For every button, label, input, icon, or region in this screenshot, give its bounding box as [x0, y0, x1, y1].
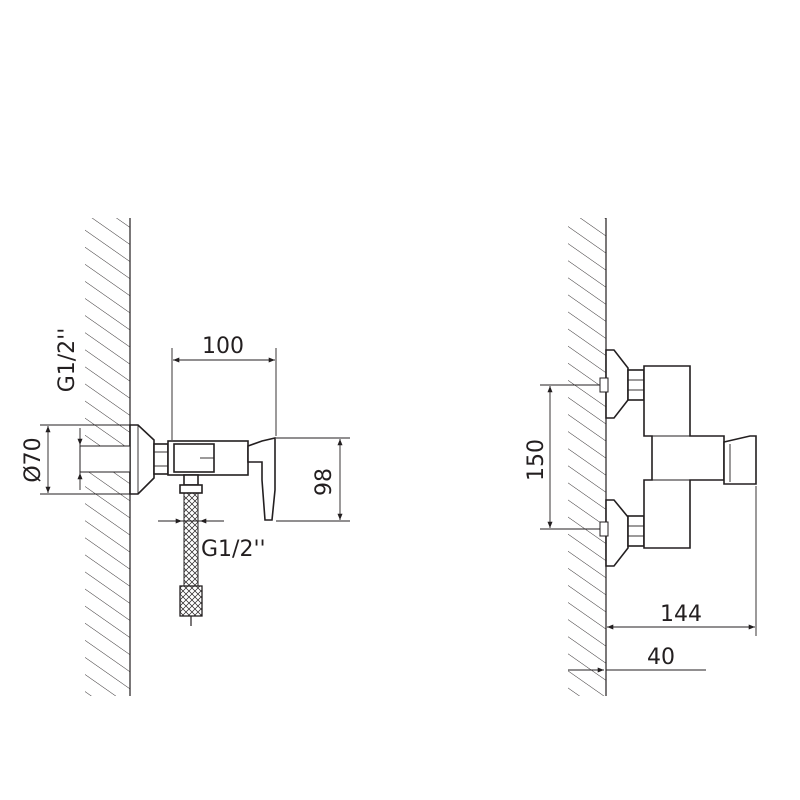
- dim-spacing-150: 150: [524, 384, 600, 530]
- label-height: 98: [312, 468, 337, 496]
- right-lower-connector: [599, 499, 645, 567]
- label-inlet-thread: G1/2'': [55, 328, 80, 393]
- label-spacing: 150: [524, 439, 549, 481]
- left-rosette: [79, 424, 169, 495]
- label-wall-offset: 40: [647, 645, 675, 670]
- dim-wall-offset-40: 40: [568, 645, 706, 673]
- label-depth: 144: [660, 602, 702, 627]
- left-hose: [179, 474, 203, 626]
- left-view: 100 98 G1/2'' G1/2'' Ø70: [21, 218, 350, 696]
- dim-depth-144: 144: [607, 486, 757, 636]
- right-wall: [568, 218, 607, 696]
- label-width: 100: [202, 334, 244, 359]
- dim-inlet-thread: G1/2'': [55, 328, 83, 490]
- dim-height-98: 98: [276, 437, 350, 522]
- dim-diameter-70: Ø70: [21, 424, 130, 495]
- label-outlet-thread: G1/2'': [201, 537, 266, 562]
- right-mixer-body: [643, 365, 757, 549]
- dim-width-100: 100: [171, 334, 277, 440]
- left-mixer-body: [167, 436, 276, 521]
- dim-outlet-thread: G1/2'': [158, 518, 266, 562]
- right-upper-connector: [599, 349, 645, 419]
- right-view: 150 144 40: [524, 218, 757, 696]
- label-diameter: Ø70: [21, 437, 46, 482]
